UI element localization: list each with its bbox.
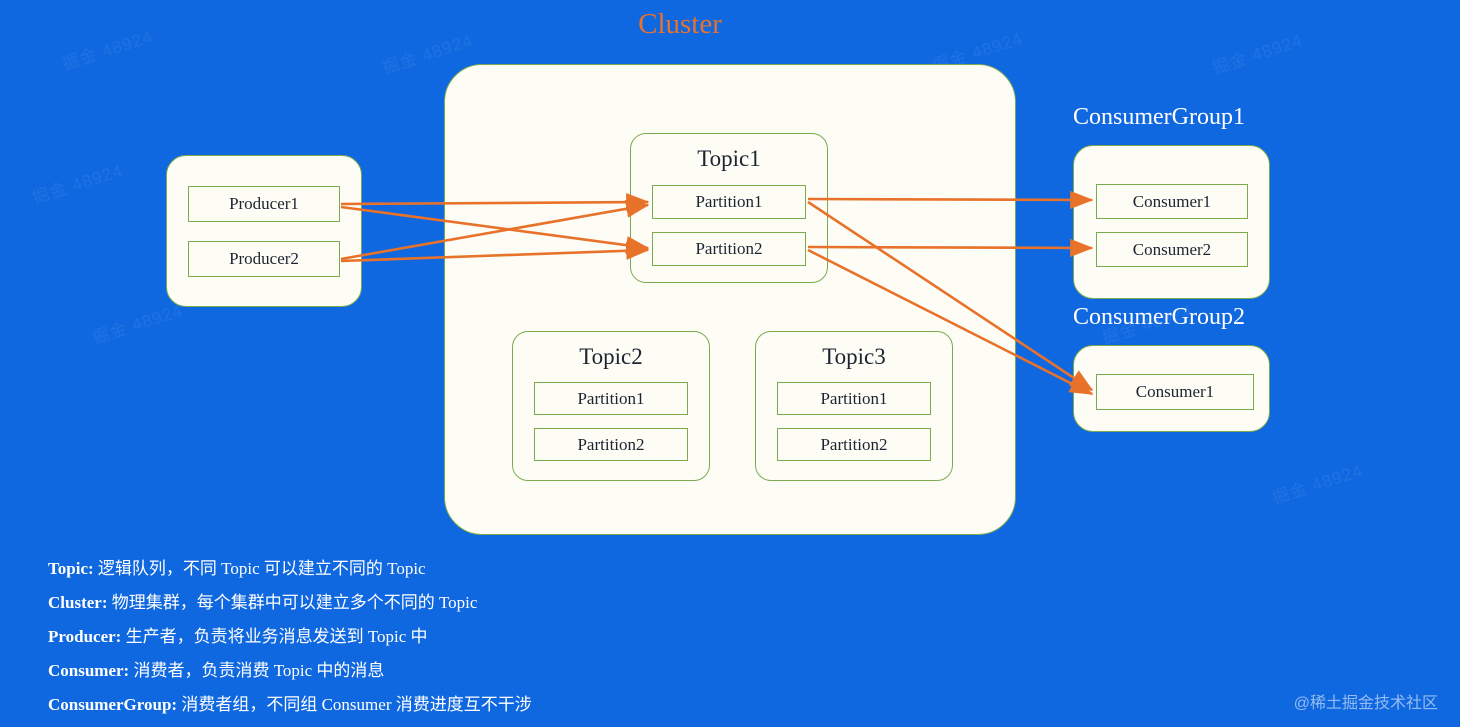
legend-item: ConsumerGroup: 消费者组，不同组 Consumer 消费进度互不干… (48, 688, 532, 722)
source-watermark: @稀土掘金技术社区 (1293, 695, 1438, 712)
legend-term: ConsumerGroup: (48, 695, 178, 714)
topic-1-partition-1[interactable]: Partition1 (652, 185, 806, 219)
topic-3-title: Topic3 (822, 344, 886, 369)
topic-1-partition-2[interactable]: Partition2 (652, 232, 806, 266)
legend-item: Consumer: 消费者，负责消费 Topic 中的消息 (48, 654, 532, 688)
background-watermark: 掘金 48924 (89, 300, 186, 348)
topic-3-partition-2[interactable]: Partition2 (777, 428, 931, 461)
legend-description: 物理集群，每个集群中可以建立多个不同的 Topic (111, 593, 478, 612)
topic-2-partition-2[interactable]: Partition2 (534, 428, 688, 461)
legend-item: Topic: 逻辑队列，不同 Topic 可以建立不同的 Topic (48, 552, 532, 586)
legend-term: Consumer: (48, 661, 130, 680)
legend-description: 逻辑队列，不同 Topic 可以建立不同的 Topic (97, 559, 426, 578)
background-watermark: 掘金 48924 (29, 160, 126, 208)
background-watermark: 掘金 48924 (1269, 460, 1366, 508)
consumer-group-1-caption: ConsumerGroup1 (1073, 104, 1245, 130)
legend-term: Topic: (48, 559, 94, 578)
legend-item: Producer: 生产者，负责将业务消息发送到 Topic 中 (48, 620, 532, 654)
legend-description: 生产者，负责将业务消息发送到 Topic 中 (125, 627, 428, 646)
topic-2-partition-1[interactable]: Partition1 (534, 382, 688, 415)
consumer-group-1-container (1073, 145, 1270, 299)
consumer-group-1-consumer-2[interactable]: Consumer2 (1096, 232, 1248, 267)
legend-term: Cluster: (48, 593, 108, 612)
producer-2-box[interactable]: Producer2 (188, 241, 340, 277)
legend-description: 消费者，负责消费 Topic 中的消息 (133, 661, 385, 680)
consumer-group-2-caption: ConsumerGroup2 (1073, 304, 1245, 330)
consumer-group-1-consumer-1[interactable]: Consumer1 (1096, 184, 1248, 219)
producer-1-box[interactable]: Producer1 (188, 186, 340, 222)
legend-description: 消费者组，不同组 Consumer 消费进度互不干涉 (181, 695, 532, 714)
consumer-group-2-consumer-1[interactable]: Consumer1 (1096, 374, 1254, 410)
page-title: Cluster (638, 8, 722, 40)
legend-term: Producer: (48, 627, 122, 646)
legend-item: Cluster: 物理集群，每个集群中可以建立多个不同的 Topic (48, 586, 532, 620)
topic-3-partition-1[interactable]: Partition1 (777, 382, 931, 415)
producer-group-container (166, 155, 362, 307)
legend: Topic: 逻辑队列，不同 Topic 可以建立不同的 Topic Clust… (48, 552, 532, 722)
topic-2-title: Topic2 (579, 344, 643, 369)
topic-1-title: Topic1 (697, 146, 761, 171)
